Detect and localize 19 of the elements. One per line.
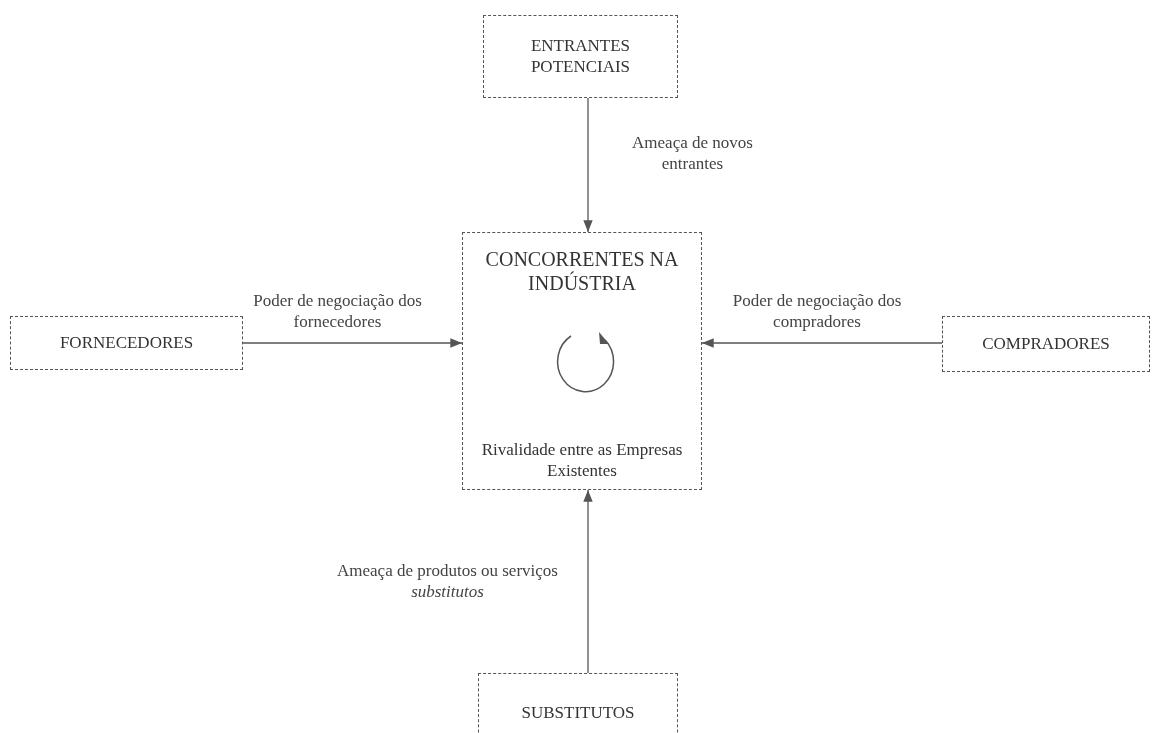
force-box: [10, 316, 243, 370]
arrow: [583, 97, 593, 233]
arrow: [701, 338, 943, 348]
box-title: CONCORRENTES NA INDÚSTRIA: [484, 247, 680, 295]
arrow: [242, 338, 463, 348]
box-title: ENTRANTES POTENCIAIS: [529, 36, 632, 77]
edge-label: Poder de negociação dos fornecedores: [252, 290, 423, 333]
force-box: [483, 15, 678, 98]
box-title: FORNECEDORES: [59, 332, 194, 354]
force-box: [942, 316, 1150, 372]
box-title: SUBSTITUTOS: [521, 702, 635, 724]
edge-label: Ameaça de novos entrantes: [631, 132, 754, 175]
box-text: Rivalidade entre as Empresas Existentes: [480, 440, 684, 481]
competitors-box: [462, 232, 702, 490]
arrow: [583, 489, 593, 674]
edge-label: Ameaça de produtos ou serviços substitutos: [336, 560, 559, 603]
force-box: [478, 673, 678, 733]
box-title: COMPRADORES: [982, 333, 1110, 355]
edge-label: Poder de negociação dos compradores: [731, 290, 903, 333]
